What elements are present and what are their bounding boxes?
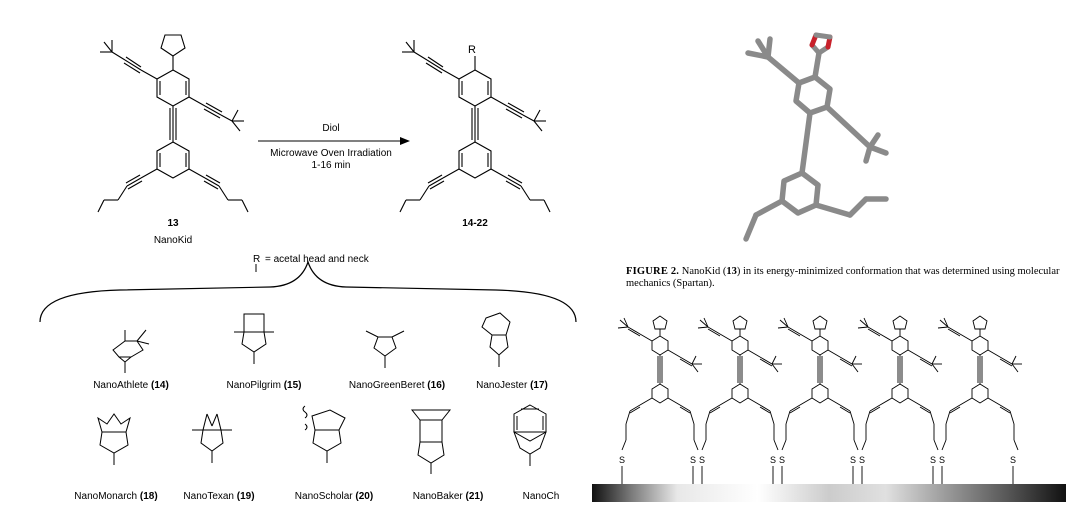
- svg-text:S: S: [939, 455, 945, 465]
- svg-text:S: S: [690, 455, 696, 465]
- r-legend-text: = acetal head and neck: [265, 254, 370, 265]
- reagent-diol: Diol: [322, 123, 339, 134]
- head-structure-athlete: [112, 329, 150, 373]
- reagent-time: 1-16 min: [312, 160, 351, 171]
- svg-text:S: S: [850, 455, 856, 465]
- head-label: NanoMonarch (18): [74, 491, 157, 502]
- svg-text:S: S: [859, 455, 865, 465]
- head-label: NanoPilgrim (15): [226, 380, 301, 391]
- head-label: NanoScholar (20): [295, 491, 373, 502]
- svg-text:S: S: [619, 455, 625, 465]
- svg-text:S: S: [1010, 455, 1016, 465]
- r-legend-symbol: R: [253, 254, 260, 265]
- head-structure-monarch: [97, 413, 131, 465]
- molecular-model-image: [743, 32, 889, 242]
- caption-text-1: NanoKid (: [679, 266, 727, 277]
- head-structure-greenberet: [365, 330, 405, 368]
- head-structure-scholar: [302, 405, 346, 463]
- product-r-label: R: [468, 44, 476, 56]
- reagent-conditions: Microwave Oven Irradiation: [270, 148, 392, 159]
- head-structure-pilgrim: [234, 313, 274, 364]
- svg-text:S: S: [699, 455, 705, 465]
- head-structure-jester: [481, 312, 511, 367]
- surface-monolayer-image: S S S S S S S S S S: [592, 315, 1066, 502]
- svg-text:S: S: [779, 455, 785, 465]
- head-label: NanoTexan (19): [183, 491, 254, 502]
- reaction-scheme: R Diol Microwave Oven Irradiation 1-16 m…: [39, 34, 577, 502]
- head-structure-chef: [513, 404, 547, 466]
- caption-text-2: ) in its energy-minimized conformation t…: [626, 266, 1060, 289]
- brace: [39, 260, 577, 323]
- head-label: NanoGreenBeret (16): [349, 380, 445, 391]
- figure-label: FIGURE 2.: [626, 266, 680, 277]
- figure-2-caption: FIGURE 2. NanoKid (13) in its energy-min…: [626, 266, 1066, 290]
- start-compound-number: 13: [167, 218, 179, 229]
- head-label: NanoAthlete (14): [93, 380, 169, 391]
- svg-text:S: S: [770, 455, 776, 465]
- start-compound-name: NanoKid: [154, 235, 192, 246]
- svg-text:S: S: [930, 455, 936, 465]
- head-structure-baker: [410, 409, 452, 474]
- gold-surface: [592, 484, 1066, 502]
- caption-compound: 13: [726, 266, 737, 277]
- product-structure: [399, 39, 551, 213]
- head-structure-texan: [192, 413, 232, 463]
- product-compound-number: 14-22: [462, 218, 488, 229]
- reaction-arrow: [258, 137, 410, 145]
- head-label: NanoCh: [523, 491, 560, 502]
- sulfur-labels: S S S S S S S S S S: [619, 455, 1016, 465]
- head-label: NanoBaker (21): [413, 491, 484, 502]
- monolayer-molecules: [617, 315, 1023, 451]
- nanokid-structure: [97, 34, 249, 213]
- head-label: NanoJester (17): [476, 380, 548, 391]
